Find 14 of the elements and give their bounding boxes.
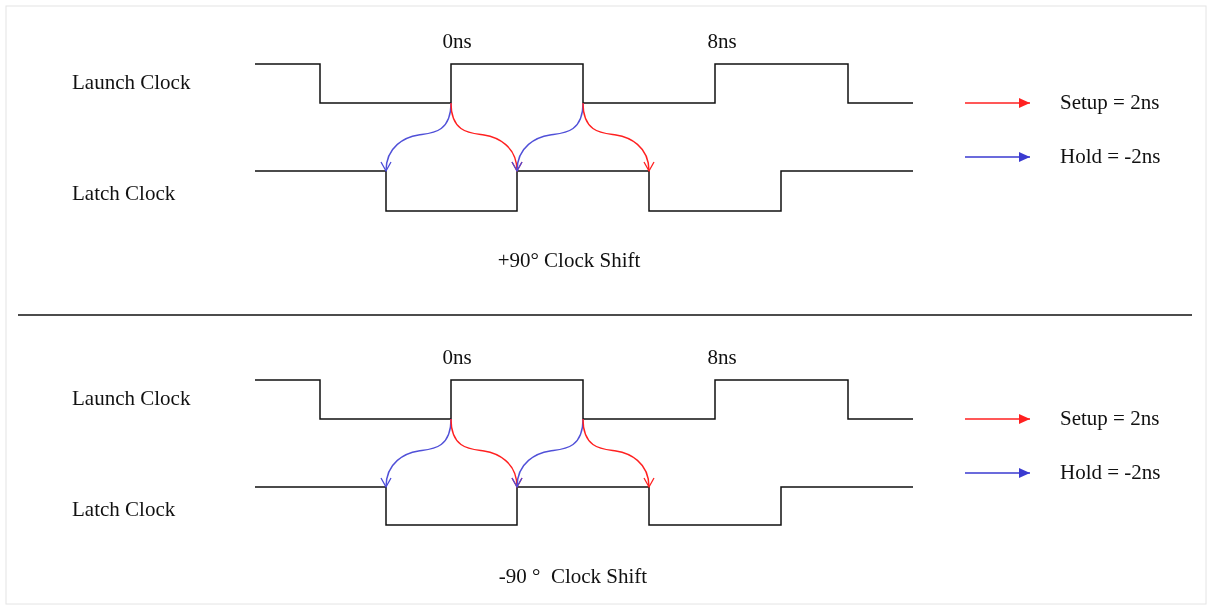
signal-label: Latch Clock bbox=[72, 497, 176, 521]
time-label: 0ns bbox=[442, 29, 472, 53]
legend-text: Hold = -2ns bbox=[1060, 144, 1161, 168]
signal-label: Launch Clock bbox=[72, 386, 191, 410]
time-label: 8ns bbox=[707, 345, 737, 369]
caption: +90° Clock Shift bbox=[497, 248, 641, 272]
legend-text: Setup = 2ns bbox=[1060, 90, 1160, 114]
legend-text: Setup = 2ns bbox=[1060, 406, 1160, 430]
time-label: 8ns bbox=[707, 29, 737, 53]
signal-label: Latch Clock bbox=[72, 181, 176, 205]
time-label: 0ns bbox=[442, 345, 472, 369]
caption: -90 ° Clock Shift bbox=[498, 564, 648, 588]
legend-text: Hold = -2ns bbox=[1060, 460, 1161, 484]
signal-label: Launch Clock bbox=[72, 70, 191, 94]
